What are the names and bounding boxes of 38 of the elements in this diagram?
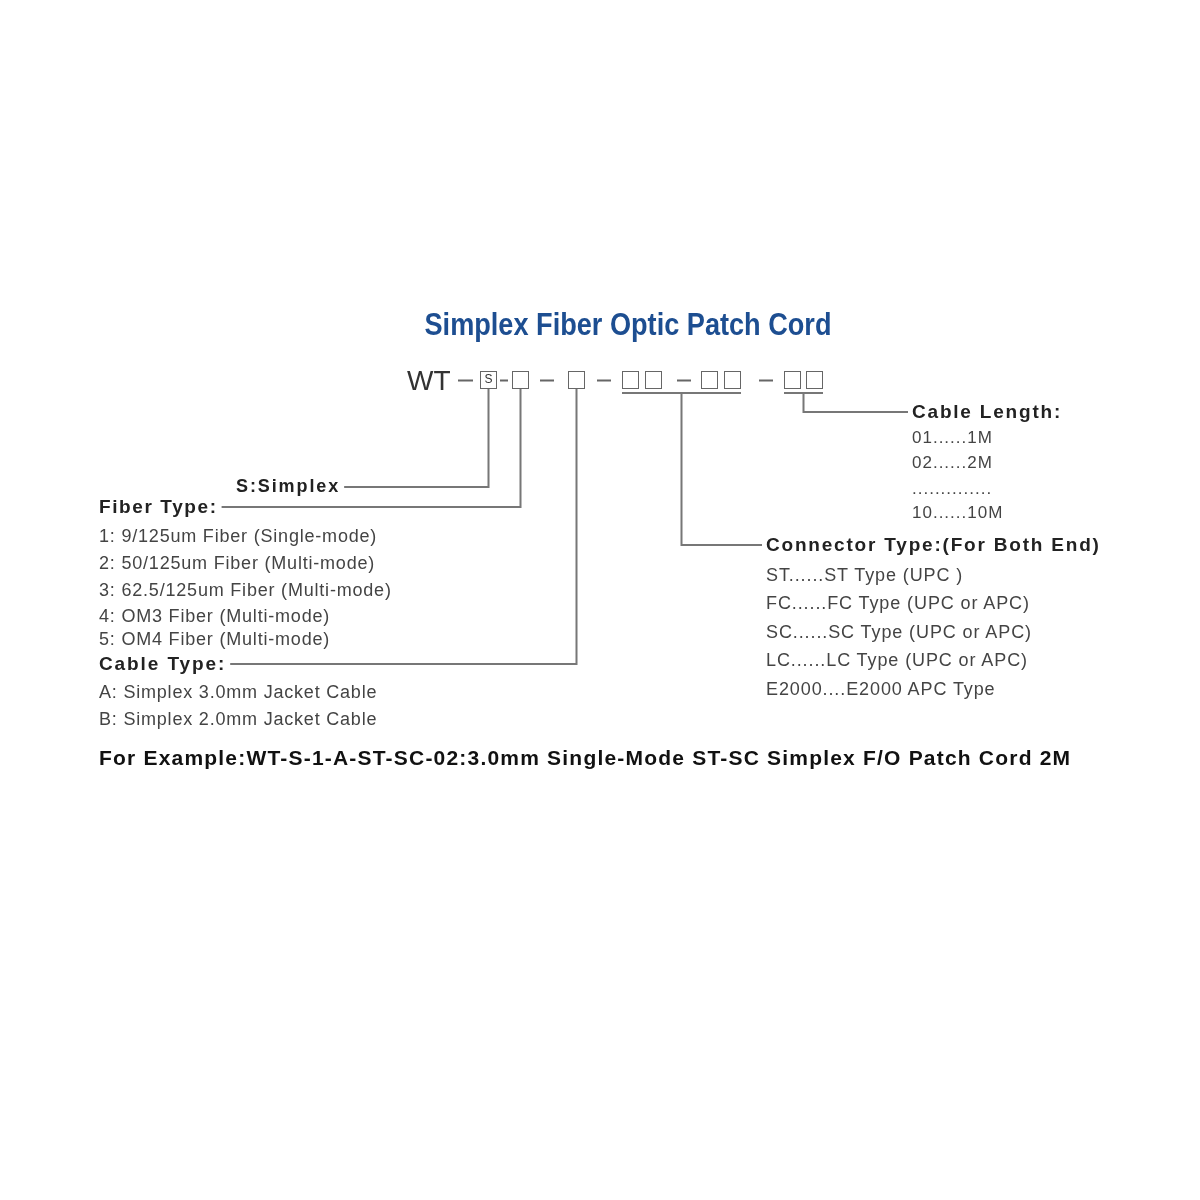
code-box [784, 371, 801, 389]
option-text: 10......10M [912, 502, 1004, 524]
option-text: LC......LC Type (UPC or APC) [766, 650, 1028, 672]
leader-line [783, 392, 909, 413]
option-text: A: Simplex 3.0mm Jacket Cable [99, 682, 378, 704]
code-box [806, 371, 823, 389]
option-text: ST......ST Type (UPC ) [766, 565, 964, 587]
option-text: FC......FC Type (UPC or APC) [766, 593, 1030, 615]
field-heading: Cable Type: [95, 652, 231, 676]
code-box [645, 371, 662, 389]
option-text: 4: OM3 Fiber (Multi-mode) [99, 606, 331, 628]
option-text: 01......1M [912, 427, 993, 449]
code-box: S [480, 371, 497, 389]
field-heading: Fiber Type: [95, 495, 222, 519]
ellipsis-text: .............. [912, 478, 993, 500]
code-box [622, 371, 639, 389]
option-label: S:Simplex [232, 476, 345, 498]
code-box [568, 371, 585, 389]
option-text: 5: OM4 Fiber (Multi-mode) [99, 629, 331, 651]
option-text: 3: 62.5/125um Fiber (Multi-mode) [99, 580, 392, 602]
leader-line [220, 388, 522, 508]
option-text: 1: 9/125um Fiber (Single-mode) [99, 526, 378, 548]
example-note: For Example:WT-S-1-A-ST-SC-02:3.0mm Single-Mode ST-SC Simplex F/O Patch Cord 2M [99, 745, 1072, 771]
option-text: E2000....E2000 APC Type [766, 679, 996, 701]
diagram-title: Simplex Fiber Optic Patch Cord [424, 306, 832, 344]
option-text: SC......SC Type (UPC or APC) [766, 622, 1032, 644]
option-text: 02......2M [912, 452, 993, 474]
leader-line [229, 388, 578, 665]
field-heading: Connector Type:(For Both End) [762, 533, 1105, 557]
leader-line [343, 388, 490, 488]
option-text: B: Simplex 2.0mm Jacket Cable [99, 709, 378, 731]
code-prefix: WT [407, 364, 451, 398]
field-heading: Cable Length: [908, 400, 1067, 424]
code-box [512, 371, 529, 389]
code-box [701, 371, 718, 389]
option-text: 2: 50/125um Fiber (Multi-mode) [99, 553, 376, 575]
leader-line [621, 392, 763, 546]
code-box [724, 371, 741, 389]
